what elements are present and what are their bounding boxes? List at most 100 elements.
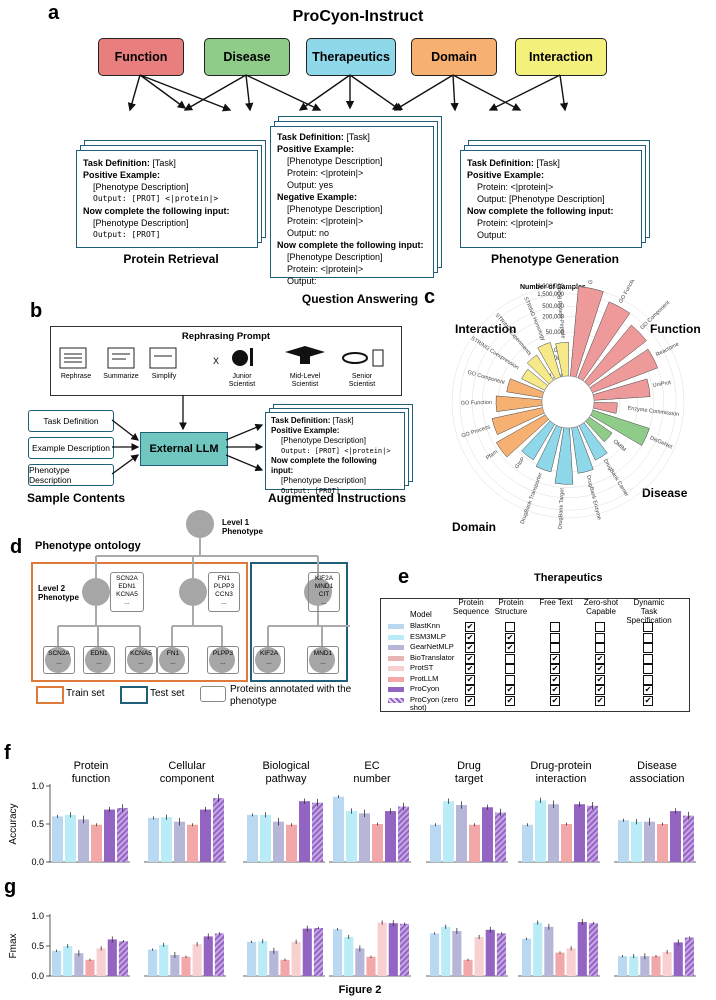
scale-tick-label: 10,000: [546, 348, 565, 354]
leaf-gene-scn2a: SCN2A...: [43, 646, 75, 674]
model-name: BioTranslator: [410, 652, 455, 662]
legend-test-label: Test set: [150, 688, 185, 699]
capability-checkbox: ✔: [550, 685, 560, 695]
capability-checkbox: ✔: [505, 695, 515, 706]
y-tick-label: 0.0: [31, 971, 44, 980]
bar: [561, 824, 572, 862]
model-swatch: [388, 687, 404, 692]
capability-checkbox: [595, 622, 605, 632]
retrieval-card: Task Definition: [Task] Positive Example…: [76, 150, 258, 248]
radial-category-label: GO Component: [467, 370, 506, 386]
y-tick-label: 1.0: [31, 781, 44, 791]
capability-checkbox: [643, 664, 653, 674]
capability-checkbox: [643, 632, 653, 643]
capability-checkbox: [505, 674, 515, 685]
capability-checkbox: ✔: [465, 695, 475, 706]
radial-category-label: UniProt: [652, 380, 672, 389]
multiply-x: X: [212, 356, 219, 366]
radial-category-label: GO Function: [461, 400, 492, 407]
radial-category-label: GO Function: [618, 280, 638, 304]
bar: [118, 941, 128, 976]
bar: [74, 953, 84, 976]
bar: [91, 824, 102, 862]
radial-category-label: DrugBank Transporter: [520, 472, 544, 525]
bar: [174, 821, 185, 862]
bar: [355, 948, 365, 976]
table-header: Free Text: [539, 598, 573, 607]
capability-checkbox: ✔: [465, 674, 475, 685]
radial-category-label: DrugBank Target: [558, 488, 566, 530]
capability-checkbox: ✔: [465, 643, 475, 653]
panel-c-label: c: [424, 286, 436, 308]
bar: [344, 937, 354, 976]
bar: [161, 817, 172, 862]
bar: [52, 816, 63, 862]
bar: [548, 804, 559, 862]
bar: [181, 956, 191, 976]
radial-category-label: PDB Protein-Peptide: [555, 288, 566, 339]
capability-checkbox: ✔: [465, 685, 475, 695]
bar: [587, 805, 598, 862]
legend-train-label: Train set: [66, 688, 105, 699]
bar: [213, 798, 224, 862]
category-disease: Disease: [204, 38, 290, 76]
bar: [187, 824, 198, 862]
scale-tick-label: 50,000: [546, 330, 565, 336]
scale-ring: [482, 316, 654, 488]
scale-ring: [451, 285, 685, 519]
panel-f-label: f: [4, 742, 11, 764]
capability-checkbox: ✔: [550, 695, 560, 706]
capability-checkbox: ✔: [595, 653, 605, 664]
bar: [535, 800, 546, 862]
bar: [299, 801, 310, 862]
capability-checkbox: [505, 622, 515, 632]
bar: [485, 929, 495, 976]
bar: [377, 922, 387, 976]
bar: [496, 933, 506, 976]
bar: [495, 812, 506, 862]
category-function: Function: [98, 38, 184, 76]
radial-category-label: Reactome: [655, 341, 680, 358]
bar: [359, 813, 370, 862]
bar: [273, 821, 284, 862]
radial-chart: 3,000,0001,500,000500,000200,00050,00010…: [451, 280, 685, 530]
bar: [107, 939, 117, 976]
legend-protein-swatch: [200, 686, 226, 702]
bar: [96, 948, 106, 976]
bar: [78, 819, 89, 862]
input-example-description: Example Description: [28, 437, 114, 459]
capability-checkbox: [595, 643, 605, 653]
bar: [247, 814, 258, 862]
model-name: ProtLLM: [410, 673, 439, 683]
y-tick-label: 0.5: [31, 819, 44, 829]
bar: [104, 809, 115, 862]
summarize-label: Summarize: [103, 373, 139, 380]
capability-checkbox: [550, 632, 560, 643]
table-header: Dynamic Task Specification: [626, 598, 672, 625]
capability-checkbox: [595, 632, 605, 643]
bar: [482, 807, 493, 862]
panel-d-label: d: [10, 536, 23, 558]
retrieval-caption: Protein Retrieval: [123, 252, 219, 266]
bar: [463, 959, 473, 976]
group-interaction: Interaction: [455, 322, 517, 336]
bar: [574, 804, 585, 862]
leaf-gene-edn1: EDN1...: [83, 646, 115, 674]
capability-checkbox: ✔: [505, 632, 515, 643]
bar: [346, 811, 357, 862]
legend-test-swatch: [120, 686, 148, 704]
model-table: [380, 598, 690, 712]
simplify-label: Simplify: [151, 373, 177, 380]
capability-checkbox: ✔: [505, 643, 515, 653]
model-name: ProCyon: [410, 684, 440, 693]
external-llm-box: External LLM: [140, 432, 228, 466]
bar: [456, 805, 467, 862]
radial-category-label: STRING Coexpression: [470, 336, 520, 371]
augmented-caption: Augmented Instructions: [267, 491, 406, 505]
model-name: ESM3MLP: [410, 631, 446, 641]
